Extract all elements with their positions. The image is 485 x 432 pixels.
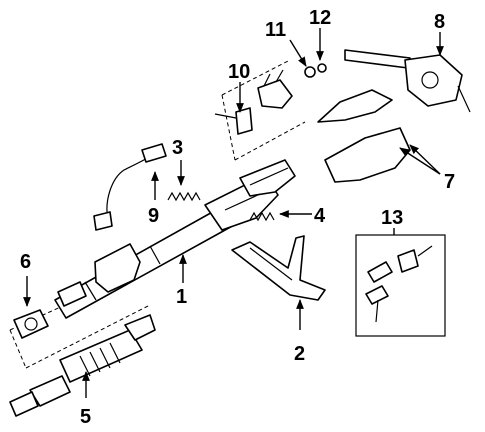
callout-9: 9 — [148, 205, 159, 227]
callout-1: 1 — [176, 286, 187, 308]
spring-part — [167, 191, 201, 202]
column-cover-lower — [324, 127, 411, 183]
steering-column-shaft — [54, 159, 296, 319]
fastener-part-11 — [304, 66, 316, 78]
intermediate-shaft — [9, 314, 156, 417]
wiring-harness — [93, 143, 167, 231]
ignition-lock-housing — [214, 69, 293, 135]
column-cover-upper — [317, 89, 393, 123]
spring-part-4 — [249, 211, 275, 222]
callout-8: 8 — [434, 11, 445, 33]
combination-switch — [344, 49, 471, 113]
leader-lines — [23, 28, 444, 398]
callout-4: 4 — [314, 205, 326, 227]
bearing-plate — [13, 309, 49, 339]
callout-13: 13 — [381, 207, 403, 229]
callout-5: 5 — [80, 406, 91, 428]
lock-cylinder-key-set-box — [355, 234, 446, 337]
callout-7: 7 — [444, 171, 455, 193]
mounting-bracket — [231, 235, 326, 301]
callout-2: 2 — [294, 343, 305, 365]
callout-3: 3 — [172, 137, 183, 159]
callout-6: 6 — [20, 251, 31, 273]
ignition-key — [365, 261, 393, 323]
callout-12: 12 — [309, 7, 331, 29]
callout-10: 10 — [228, 61, 250, 83]
fastener-part-12 — [317, 63, 327, 73]
lock-cylinder — [397, 245, 433, 273]
callout-11: 11 — [265, 19, 286, 41]
